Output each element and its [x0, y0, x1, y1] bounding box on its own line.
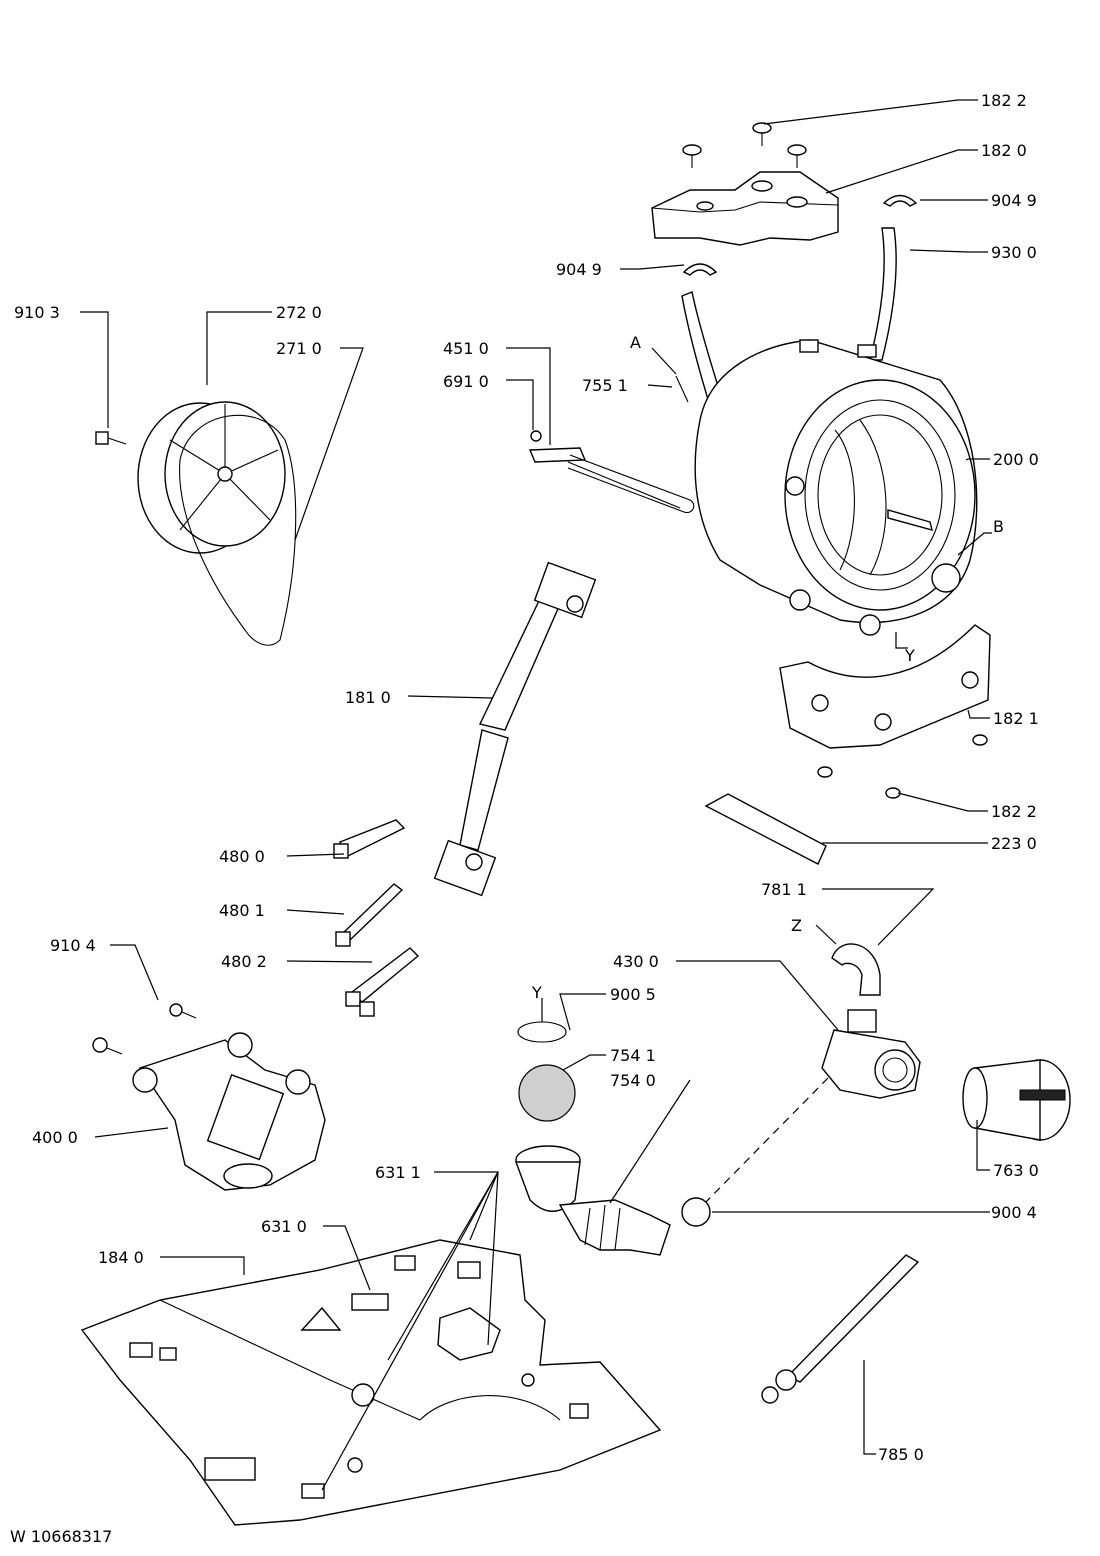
leader-lines [80, 99, 992, 1491]
counterweight-bottom-part [779, 624, 991, 799]
callout-181-0: 181 0 [345, 688, 391, 707]
shock-absorber-part [433, 561, 597, 897]
callout-271-0: 271 0 [276, 339, 322, 358]
dashed-leader [699, 1077, 829, 1209]
belt-part [179, 414, 297, 646]
filter-part [962, 1059, 1071, 1141]
elbow-hose-part [831, 943, 881, 996]
callout-400-0: 400 0 [32, 1128, 78, 1147]
callout-480-1: 480 1 [219, 901, 265, 920]
pump-part [821, 1009, 921, 1099]
callout-754-1: 754 1 [610, 1046, 656, 1065]
callout-182-2-top: 182 2 [981, 91, 1027, 110]
ball-part [518, 1064, 576, 1122]
clip-part-904-9 [682, 194, 918, 276]
callout-182-2-bottom: 182 2 [991, 802, 1037, 821]
callout-691-0: 691 0 [443, 372, 489, 391]
callout-900-5: 900 5 [610, 985, 656, 1004]
callout-763-0: 763 0 [993, 1161, 1039, 1180]
pulley-part [137, 401, 286, 554]
callout-754-0: 754 0 [610, 1071, 656, 1090]
drain-hose-part [761, 1254, 920, 1404]
callout-y-tub: Y [904, 646, 915, 665]
screw-part-182-2-top [682, 122, 807, 168]
callout-z: Z [791, 916, 802, 935]
callout-785-0: 785 0 [878, 1445, 924, 1464]
base-part [80, 1239, 662, 1526]
callout-430-0: 430 0 [613, 952, 659, 971]
callout-910-3: 910 3 [14, 303, 60, 322]
callout-904-9-right: 904 9 [991, 191, 1037, 210]
motor-part [92, 1003, 326, 1191]
callout-480-2: 480 2 [221, 952, 267, 971]
callout-182-0: 182 0 [981, 141, 1027, 160]
callout-451-0: 451 0 [443, 339, 489, 358]
tub-part [694, 339, 978, 636]
drawing-code: W 10668317 [10, 1527, 112, 1546]
callout-184-0: 184 0 [98, 1248, 144, 1267]
pin-part-755-1 [675, 375, 689, 403]
clamp-part [681, 1197, 711, 1227]
bolt-part-910-3 [95, 431, 127, 445]
callout-910-4: 910 4 [50, 936, 96, 955]
heater-part [528, 430, 695, 514]
callout-200-0: 200 0 [993, 450, 1039, 469]
callout-930-0: 930 0 [991, 243, 1037, 262]
callout-182-1: 182 1 [993, 709, 1039, 728]
callout-223-0: 223 0 [991, 834, 1037, 853]
callout-755-1: 755 1 [582, 376, 628, 395]
callout-631-0: 631 0 [261, 1217, 307, 1236]
grill-part [704, 793, 827, 865]
callout-631-1: 631 1 [375, 1163, 421, 1182]
counterweight-top-part [651, 171, 839, 246]
callout-900-4: 900 4 [991, 1203, 1037, 1222]
callout-904-9-left: 904 9 [556, 260, 602, 279]
callout-y-ring: Y [531, 983, 542, 1002]
callout-a: A [630, 333, 641, 352]
sump-hose-part [514, 1145, 671, 1256]
callout-272-0: 272 0 [276, 303, 322, 322]
callout-781-1: 781 1 [761, 880, 807, 899]
callout-480-0: 480 0 [219, 847, 265, 866]
bolts-part-480 [333, 819, 420, 1017]
ring-part [517, 1021, 567, 1043]
callout-b: B [993, 517, 1004, 536]
